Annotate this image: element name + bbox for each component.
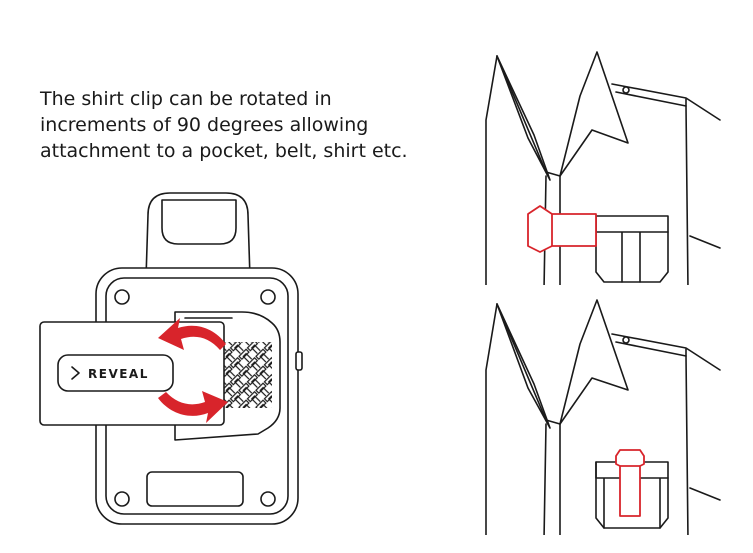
shirt-bottom-collar-right (559, 299, 629, 425)
screw-bottom-left (114, 491, 130, 507)
shirt-top-collar-band (496, 55, 561, 177)
shirt-bottom-pocket-flap (595, 461, 669, 529)
rotate-arrow-lower (158, 391, 228, 423)
logo-badge (57, 354, 174, 392)
shirt-bottom-placket (543, 423, 561, 535)
shirt-bottom-clip-red (615, 449, 645, 517)
grip-texture-icon (224, 342, 272, 408)
shirt-bottom-epaulette-button (622, 336, 630, 344)
shirt-illustration-bottom (485, 299, 721, 535)
camera-lens-dome (161, 199, 237, 245)
logo-card (39, 321, 225, 426)
shirt-illustration-top (485, 51, 721, 285)
shirt-top-left-outline (485, 55, 498, 285)
shirt-top-clip-red (527, 205, 597, 253)
shirt-top-side-seam (685, 105, 721, 285)
body-camera-illustration: REVEAL (39, 192, 303, 525)
shirt-top-collar-right (559, 51, 629, 177)
side-button (295, 351, 303, 371)
caption-line-1: The shirt clip can be rotated in (40, 88, 332, 110)
shirt-bottom-collar-band (496, 303, 561, 425)
camera-label-window (146, 471, 244, 507)
shirt-bottom-left-outline (485, 303, 498, 535)
shirt-top-epaulette-button (622, 86, 630, 94)
caption-line-3: attachment to a pocket, belt, shirt etc. (40, 140, 408, 162)
screw-top-right (260, 289, 276, 305)
rotate-arrow-upper (158, 318, 226, 350)
chevron-right-icon (71, 366, 80, 380)
shirt-top-pocket (595, 215, 669, 283)
shirt-bottom-collar-left (496, 303, 551, 429)
shirt-top-collar-left (496, 55, 551, 181)
screw-bottom-right (260, 491, 276, 507)
caption-line-2: increments of 90 degrees allowing (40, 114, 369, 136)
screw-top-left (114, 289, 130, 305)
instruction-caption: The shirt clip can be rotated in increme… (40, 86, 480, 164)
shirt-bottom-side-seam (685, 355, 721, 535)
rotate-arrow-icon (158, 318, 228, 423)
device-logo-text: REVEAL (88, 367, 149, 381)
